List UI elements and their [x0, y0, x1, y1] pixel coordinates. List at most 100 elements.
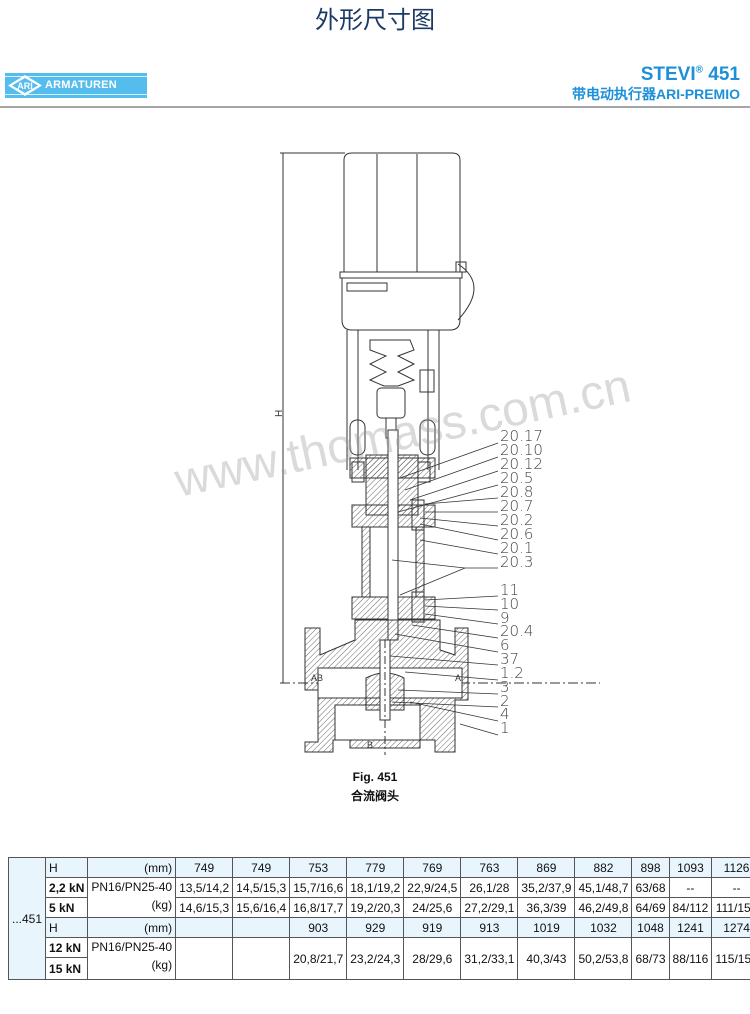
port-ab-label: AB	[311, 673, 323, 683]
table-row: 15 kN	[9, 957, 750, 980]
pressure-label: PN16/PN25-40	[91, 940, 173, 954]
table-row: 2,2 kN PN16/PN25-40(kg) 13,5/14,2 14,5/1…	[9, 877, 750, 918]
table-cell: 68/73	[631, 937, 670, 980]
callout-label: 9	[500, 609, 510, 627]
pressure-label: PN16/PN25-40	[91, 880, 173, 894]
force-label: 2,2 kN	[45, 877, 89, 898]
table-cell: 913	[460, 917, 519, 938]
callout-label: 11	[500, 581, 520, 599]
table-cell: 64/69	[631, 897, 670, 918]
table-cell: 27,2/29,1	[460, 897, 519, 918]
callout-label: 6	[500, 636, 510, 654]
table-cell: 13,5/14,2	[175, 877, 234, 898]
callout-label: 4	[500, 705, 510, 723]
table-cell: 1048	[631, 917, 670, 938]
header-divider	[0, 106, 750, 108]
force-label: 12 kN	[45, 937, 89, 958]
product-subtitle: 带电动执行器ARI-PREMIO	[572, 86, 740, 102]
mm-unit: (mm)	[87, 857, 177, 878]
dimension-h-label: H	[274, 410, 285, 417]
table-cell: 88/116	[668, 937, 713, 980]
callout-label: 20.3	[500, 553, 534, 571]
table-cell	[232, 917, 291, 938]
callout-label: 20.4	[500, 622, 534, 640]
table-cell: 1019	[517, 917, 576, 938]
pressure-unit-cell: PN16/PN25-40 (kg)	[87, 937, 177, 980]
table-cell: 46,2/49,8	[574, 897, 633, 918]
dimensions-weights-table: ...451 H (mm) 749 749 753 779 769 763 86…	[7, 857, 750, 980]
callout-label: 2	[500, 692, 510, 710]
product-heading: STEVI® 451 带电动执行器ARI-PREMIO	[572, 64, 740, 104]
table-cell: 36,3/39	[517, 897, 576, 918]
table-cell: 115/159	[711, 937, 750, 980]
table-cell: --	[668, 877, 713, 898]
callout-label: 20.1	[500, 539, 534, 557]
table-cell: 40,3/43	[517, 937, 576, 980]
callout-label: 20.12	[500, 455, 543, 473]
table-cell: 1241	[668, 917, 713, 938]
port-a-label: A	[455, 673, 461, 683]
table-cell: 1274	[711, 917, 750, 938]
force-label: 15 kN	[45, 957, 89, 980]
table-row: ...451 H (mm) 749 749 753 779 769 763 86…	[7, 857, 750, 980]
product-name: STEVI	[640, 64, 696, 85]
pressure-unit-cell: PN16/PN25-40(kg)	[87, 877, 177, 918]
table-cell: 753	[289, 857, 348, 878]
figure-caption: 合流阀头	[350, 789, 399, 803]
product-number: 451	[708, 64, 740, 85]
table-cell	[175, 937, 234, 980]
table-cell: 35,2/37,9	[517, 877, 576, 898]
table-cell: 45,1/48,7	[574, 877, 633, 898]
table-cell: 50,2/53,8	[574, 937, 633, 980]
table-cell: 15,7/16,6	[289, 877, 348, 898]
table-row: 12 kN PN16/PN25-40(kg) 20,8/21,7 23,2/24…	[9, 937, 750, 980]
callout-label: 37	[500, 650, 520, 668]
table-cell: 16,8/17,7	[289, 897, 348, 918]
series-cell: ...451	[7, 857, 47, 980]
valve-dimension-drawing: H AB A B	[274, 152, 600, 755]
table-cell: 779	[346, 857, 405, 878]
callout-label: 20.10	[500, 441, 543, 459]
callout-label: 20.6	[500, 525, 534, 543]
force-label: 5 kN	[45, 897, 89, 918]
table-cell: 63/68	[631, 877, 670, 898]
table-cell: 15,6/16,4	[232, 897, 291, 918]
table-cell: 769	[403, 857, 462, 878]
figure-label: Fig. 451	[352, 770, 398, 784]
table-cell: 1093	[668, 857, 713, 878]
callout-label: 20.5	[500, 469, 534, 487]
callout-label: 1	[500, 719, 510, 737]
page-title: 外形尺寸图	[315, 6, 435, 34]
table-cell: 14,6/15,3	[175, 897, 234, 918]
table-cell	[232, 937, 291, 980]
valve-body	[304, 619, 469, 755]
table-cell	[175, 917, 234, 938]
svg-text:ARI: ARI	[17, 81, 33, 91]
callout-label: 10	[500, 595, 520, 613]
callout-label: 20.17	[500, 427, 543, 445]
kg-unit: (kg)	[151, 958, 173, 972]
table-cell: 14,5/15,3	[232, 877, 291, 898]
table-cell: 18,1/19,2	[346, 877, 405, 898]
table-cell: 22,9/24,5	[403, 877, 462, 898]
callout-label: 3	[500, 678, 510, 696]
callout-label: 20.2	[500, 511, 534, 529]
table-cell: 84/112	[668, 897, 713, 918]
table-cell: 919	[403, 917, 462, 938]
table-cell: 26,1/28	[460, 877, 519, 898]
table-cell: 749	[232, 857, 291, 878]
callout-label: 20.7	[500, 497, 534, 515]
ari-diamond-icon: ARI	[8, 75, 42, 96]
mm-unit: (mm)	[87, 917, 177, 938]
table-cell: 31,2/33,1	[460, 937, 519, 980]
table-cell: 898	[631, 857, 670, 878]
table-cell: 111/155	[711, 897, 750, 918]
callout-label: 20.8	[500, 483, 534, 501]
table-cell: 749	[175, 857, 234, 878]
table-cell: 28/29,6	[403, 937, 462, 980]
table-cell: --	[711, 877, 750, 898]
table-row: H (mm) 903 929 919 913 1019 1032 1048 12…	[9, 917, 750, 938]
logo-text: ARMATUREN	[45, 79, 117, 91]
table-cell: 763	[460, 857, 519, 878]
